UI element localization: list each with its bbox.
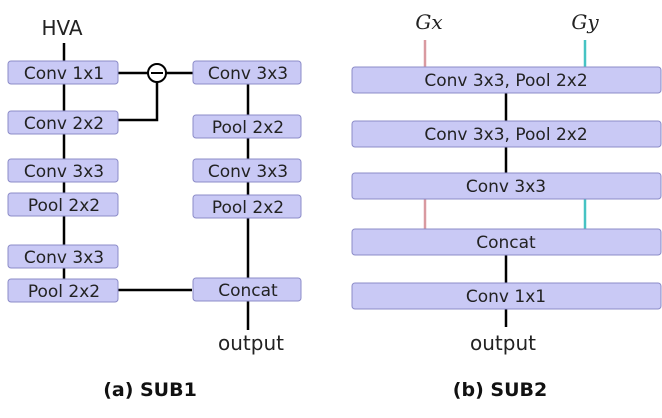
sub1-right-blocks: Conv 3x3 Pool 2x2 Conv 3x3 Pool 2x2 Conc… [192,60,302,302]
sub2-label-2: Conv 3x3, Pool 2x2 [424,125,587,145]
sub1-output-label: output [218,331,284,355]
sub1-caption: (a) SUB1 [103,379,197,401]
sub1-left-block-6 [7,278,119,303]
sub1-concat-label: Concat [218,281,278,301]
sub2-block-3 [351,172,662,200]
sub2-output-label: output [470,331,536,355]
sub1-right-block-2 [192,114,302,139]
subtract-node [147,63,167,83]
sub2-block-1 [351,66,662,94]
sub1-concat-block [192,277,302,302]
sub1-right-block-1 [192,60,302,85]
sub1-left-block-3 [7,158,119,183]
gx-input-label: Gx [415,10,442,34]
sub1-left-block-4 [7,192,119,217]
sub2-blocks: Conv 3x3, Pool 2x2 Conv 3x3, Pool 2x2 Co… [351,66,662,310]
gy-input-label: Gy [571,10,599,34]
sub1-right-label-4: Pool 2x2 [212,198,284,218]
sub1-input-label: HVA [41,16,82,40]
sub1-right-label-1: Conv 3x3 [208,64,288,84]
sub1-right-block-3 [192,158,302,183]
sub1-left-block-2 [7,110,119,135]
sub1-left-label-2: Conv 2x2 [24,114,104,134]
sub1-left-label-5: Conv 3x3 [24,248,104,268]
sub1-left-label-6: Pool 2x2 [28,282,100,302]
sub1-line-conv2x2-to-subtract [118,82,159,122]
sub2-label-1: Conv 3x3, Pool 2x2 [424,71,587,91]
sub1-left-label-1: Conv 1x1 [24,64,104,84]
sub1-left-blocks: Conv 1x1 Conv 2x2 Conv 3x3 Pool 2x2 Conv… [7,60,119,303]
sub2-block-2 [351,120,662,148]
sub2-label-3: Conv 3x3 [466,177,546,197]
sub1-right-label-2: Pool 2x2 [212,118,284,138]
sub1-right-label-3: Conv 3x3 [208,162,288,182]
sub2-block-5 [351,282,662,310]
sub1-left-label-4: Pool 2x2 [28,196,100,216]
sub2-concat-block [351,228,662,256]
sub2-caption: (b) SUB2 [453,379,547,401]
sub1-connectors [62,43,250,330]
sub1-left-label-3: Conv 3x3 [24,162,104,182]
sub1-left-block-5 [7,244,119,269]
sub2-label-4: Concat [476,233,536,253]
sub1-right-block-4 [192,194,302,219]
sub2-label-5: Conv 1x1 [466,287,546,307]
sub1-left-block-1 [7,60,119,85]
sub2-connectors [423,40,587,327]
